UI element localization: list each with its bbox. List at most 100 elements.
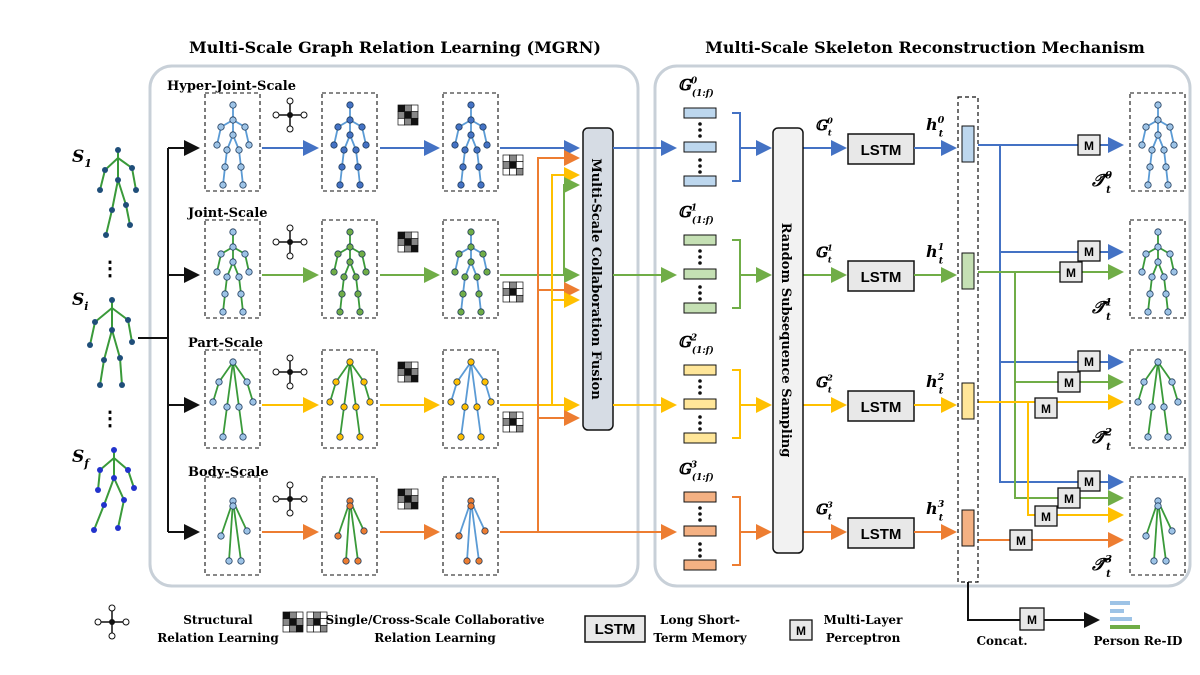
seq-dots-1: ⋮ bbox=[100, 256, 120, 280]
svg-text:M: M bbox=[1064, 376, 1074, 390]
scale-label-part: Part-Scale bbox=[188, 336, 263, 351]
svg-text:M: M bbox=[1064, 492, 1074, 506]
input-skeleton-2 bbox=[87, 297, 135, 388]
input-branch-arrows bbox=[138, 140, 200, 540]
hidden-feature-2 bbox=[961, 382, 975, 420]
feature-bar bbox=[683, 268, 717, 280]
svg-text:M: M bbox=[1066, 266, 1076, 280]
mlp-box: M bbox=[1077, 470, 1101, 492]
input-skeleton-1 bbox=[97, 147, 139, 238]
sampling-box bbox=[772, 127, 804, 554]
sampling-label: Random Subsequence Sampling bbox=[778, 223, 793, 458]
feature-bar bbox=[683, 398, 717, 410]
mlp-box: M bbox=[1009, 529, 1033, 551]
fusion-label: Multi-Scale Collaboration Fusion bbox=[588, 158, 603, 400]
mgrn-title: Multi-Scale Graph Relation Learning (MGR… bbox=[189, 38, 601, 57]
lstm-box-0 bbox=[847, 133, 915, 165]
feature-bar bbox=[683, 141, 717, 153]
lstm-label-3: LSTM bbox=[861, 526, 902, 543]
svg-text:M: M bbox=[1084, 139, 1094, 153]
svg-text:M: M bbox=[1084, 355, 1094, 369]
input-skeleton-3 bbox=[91, 447, 137, 533]
svg-text:M: M bbox=[1084, 475, 1094, 489]
legend-collab-icon bbox=[282, 611, 328, 633]
mgrn-row-part bbox=[204, 349, 524, 449]
seq-dots-2: ⋮ bbox=[100, 406, 120, 430]
fusion-input-lines bbox=[500, 140, 580, 533]
graph-seq-label-3: 𝔾3(1:f) bbox=[678, 460, 714, 483]
feature-bar bbox=[683, 364, 717, 376]
mgrn-row-body bbox=[204, 476, 499, 576]
mlp-box: M bbox=[1034, 505, 1058, 527]
lstm-label-1: LSTM bbox=[861, 269, 902, 286]
reconstruction-title: Multi-Scale Skeleton Reconstruction Mech… bbox=[705, 38, 1145, 57]
feature-bar bbox=[683, 175, 717, 187]
feature-bar bbox=[683, 107, 717, 119]
feature-bar bbox=[683, 559, 717, 571]
concat-column bbox=[957, 96, 979, 583]
legend-m-box bbox=[789, 619, 813, 641]
feature-bar bbox=[683, 302, 717, 314]
svg-text:M: M bbox=[1016, 534, 1026, 548]
graph-seq-label-1: 𝔾1(1:f) bbox=[678, 203, 714, 226]
s1-label: S1 bbox=[72, 147, 92, 170]
input-sequence: S1 Si Sf ⋮ ⋮ bbox=[72, 147, 139, 533]
reid-icon bbox=[1110, 601, 1140, 629]
feature-bar bbox=[683, 525, 717, 537]
legend-lstm-label: LSTM bbox=[595, 621, 636, 638]
fusion-output-lines bbox=[538, 140, 677, 540]
mlp-box: M bbox=[1034, 397, 1058, 419]
svg-text:M: M bbox=[1084, 245, 1094, 259]
legend-lstm-text: Long Short-Term Memory bbox=[653, 613, 747, 645]
scale-label-joint: Joint-Scale bbox=[187, 206, 268, 221]
mgrn-row-hyper bbox=[204, 92, 524, 192]
reid-mlp: M bbox=[1019, 607, 1045, 631]
svg-text:M: M bbox=[1041, 402, 1051, 416]
reid-path bbox=[967, 582, 1100, 628]
scale-label-body: Body-Scale bbox=[188, 465, 269, 480]
mgrn-panel bbox=[148, 64, 640, 588]
hidden-feature-3 bbox=[961, 509, 975, 547]
lstm-box-3 bbox=[847, 517, 915, 549]
legend-m-label: M bbox=[796, 624, 806, 638]
hidden-feature-0 bbox=[961, 125, 975, 163]
graph-seq-label-2: 𝔾2(1:f) bbox=[678, 333, 714, 356]
feature-bar bbox=[683, 432, 717, 444]
lstm-box-2 bbox=[847, 390, 915, 422]
svg-text:M: M bbox=[1027, 613, 1037, 627]
hidden-feature-1 bbox=[961, 252, 975, 290]
legend-lstm-box bbox=[584, 615, 646, 643]
mlp-box: M bbox=[1077, 240, 1101, 262]
mgrn-rows bbox=[204, 92, 524, 576]
reid-label: Person Re-ID bbox=[1094, 634, 1183, 648]
lstm-label-2: LSTM bbox=[861, 399, 902, 416]
graph-seq-label-0: 𝔾0(1:f) bbox=[678, 76, 714, 99]
feature-bar bbox=[683, 234, 717, 246]
mlp-box: M bbox=[1077, 134, 1101, 156]
legend-structural-icon bbox=[94, 604, 130, 640]
mlp-box: M bbox=[1059, 261, 1083, 283]
si-label: Si bbox=[72, 290, 88, 313]
mlp-box: M bbox=[1057, 487, 1081, 509]
